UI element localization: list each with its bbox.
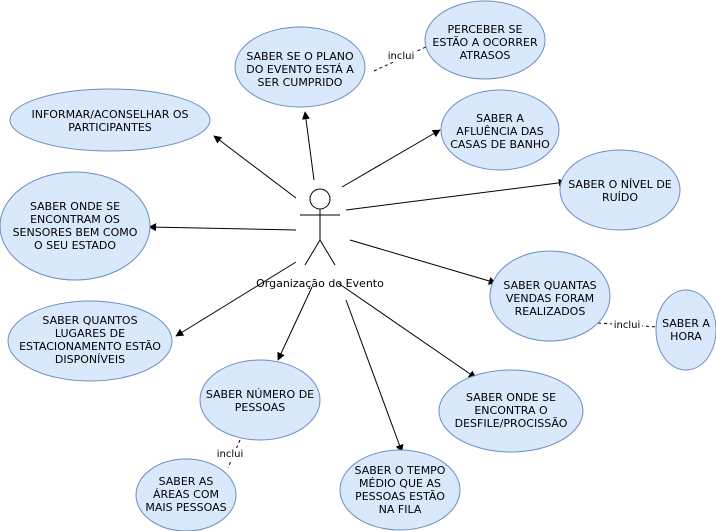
assoc-desfile bbox=[337, 282, 477, 379]
assoc-casas-banho bbox=[341, 129, 441, 188]
assoc-pessoas bbox=[277, 286, 313, 361]
actor-label: Organização do Evento bbox=[256, 277, 384, 290]
assoc-ruido bbox=[345, 178, 567, 211]
stick-figure-actor-icon bbox=[300, 188, 340, 266]
include-relations: inclui inclui inclui bbox=[215, 45, 659, 469]
assoc-estacionamento bbox=[175, 261, 297, 337]
include-label: inclui bbox=[388, 51, 415, 62]
assoc-plano bbox=[301, 111, 315, 181]
include-pessoas-areas bbox=[227, 439, 241, 469]
assoc-informar bbox=[213, 135, 297, 199]
include-label: inclui bbox=[217, 449, 244, 460]
assoc-sensores bbox=[148, 223, 297, 232]
actor[interactable]: Organização do Evento bbox=[256, 188, 384, 290]
assoc-fila bbox=[345, 299, 404, 453]
assoc-vendas bbox=[349, 239, 497, 285]
include-plano-atrasos bbox=[373, 45, 429, 72]
associations bbox=[148, 111, 567, 453]
include-label: inclui bbox=[614, 320, 641, 331]
